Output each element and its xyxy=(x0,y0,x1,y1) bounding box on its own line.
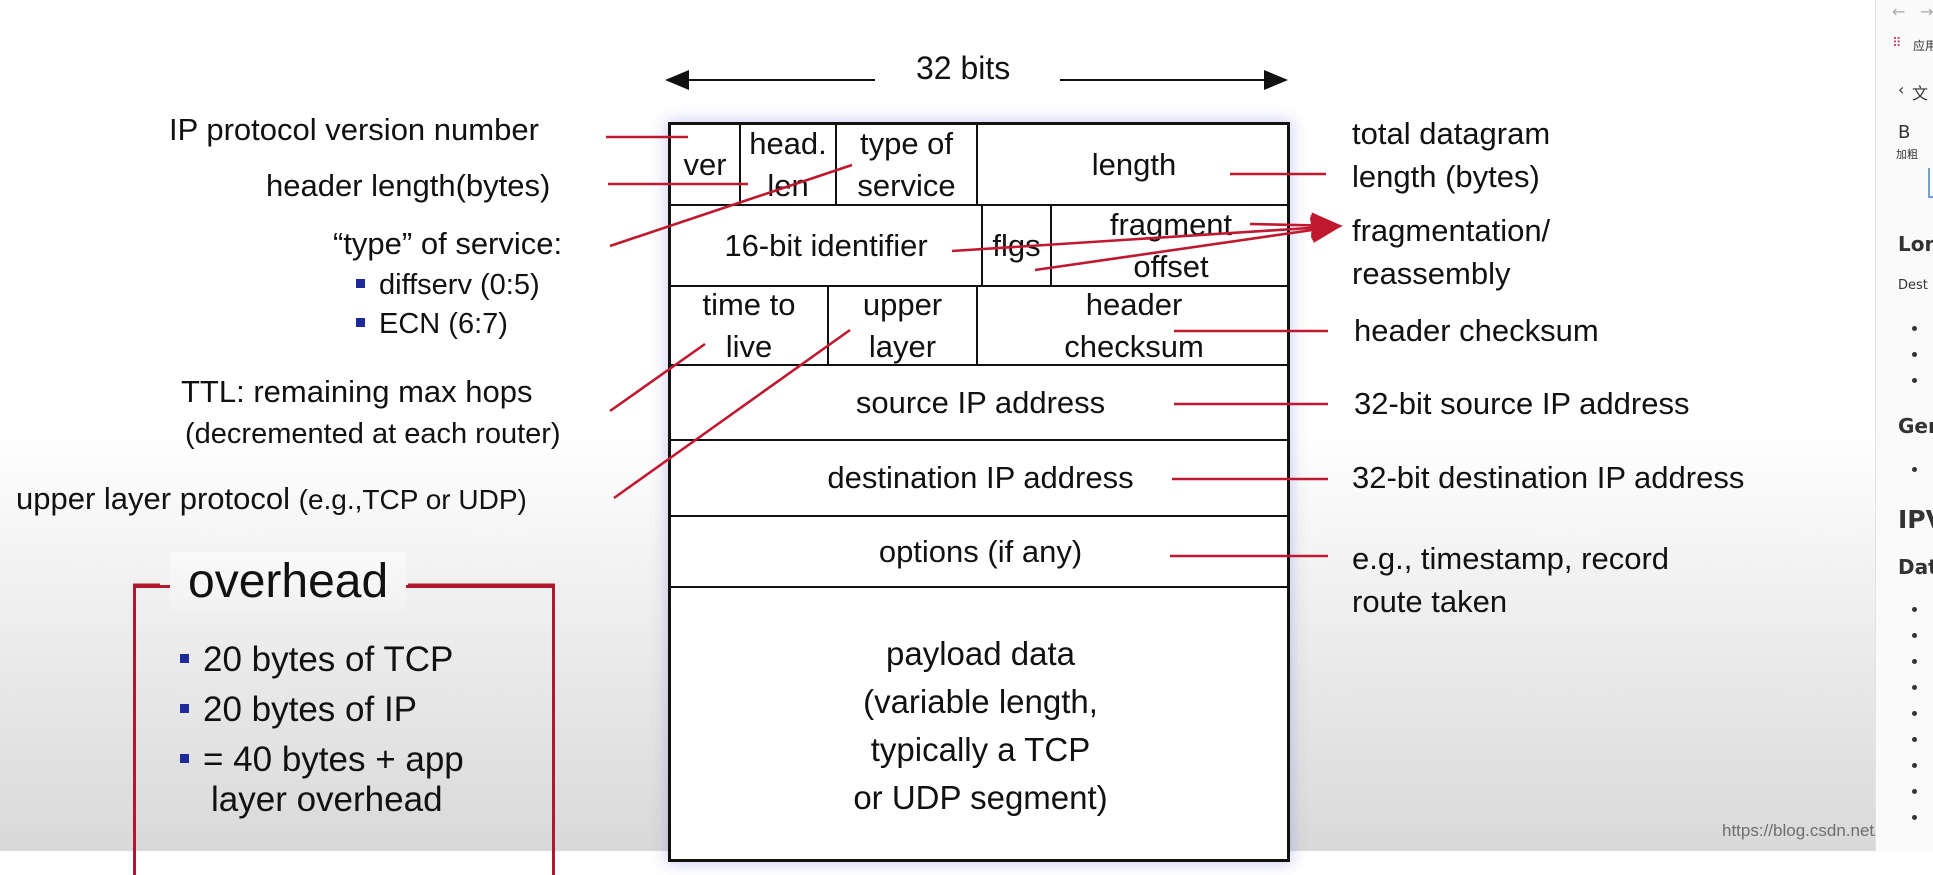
outline-heading: IPV xyxy=(1898,505,1933,534)
pointer-upper-layer xyxy=(613,328,851,500)
field-divider xyxy=(976,285,978,364)
outline-heading: Ger xyxy=(1898,414,1933,438)
bullet-ecn: ECN (6:7) xyxy=(356,307,508,341)
apps-label[interactable]: 应用 xyxy=(1913,39,1933,53)
list-bullet xyxy=(1912,378,1917,383)
label-version: IP protocol version number xyxy=(169,112,539,147)
overhead-item: = 40 bytes + app xyxy=(180,740,464,780)
bullet-icon xyxy=(356,317,365,327)
pointer-lines xyxy=(133,70,1343,587)
pointer-fragmentation-b xyxy=(951,214,1343,253)
list-bullet xyxy=(1912,737,1917,742)
field-divider xyxy=(976,125,978,204)
field-options: options (if any) xyxy=(878,533,1083,569)
row-separator xyxy=(671,364,1287,366)
outline-text: Dest xyxy=(1898,278,1928,293)
apps-grid-icon[interactable]: ⠿ xyxy=(1892,36,1902,51)
field-source-ip: source IP address xyxy=(855,384,1106,420)
label-ttl: TTL: remaining max hops xyxy=(181,374,533,409)
label-type-of-service: “type” of service: xyxy=(333,226,563,261)
bullet-icon xyxy=(180,704,189,714)
label-header-checksum: header checksum xyxy=(1354,313,1599,348)
list-bullet xyxy=(1912,352,1917,357)
bullet-diffserv: diffserv (0:5) xyxy=(356,268,540,302)
pointer-ttl xyxy=(609,342,706,413)
forward-arrow-icon[interactable]: → xyxy=(1920,2,1933,21)
back-arrow-icon[interactable]: ← xyxy=(1892,2,1906,21)
field-divider xyxy=(739,125,741,204)
list-bullet xyxy=(1912,789,1917,794)
row-separator xyxy=(671,586,1287,588)
overhead-item: 20 bytes of TCP xyxy=(180,640,453,680)
field-divider xyxy=(827,285,829,364)
overhead-item: 20 bytes of IP xyxy=(180,690,417,730)
list-bullet xyxy=(1912,659,1917,664)
label-ttl-note: (decremented at each router) xyxy=(185,418,561,450)
outline-heading: Dat xyxy=(1898,555,1933,579)
field-divider xyxy=(981,204,983,285)
outline-heading: Lon xyxy=(1898,232,1933,256)
label-destination-ip: 32-bit destination IP address xyxy=(1352,460,1745,495)
width-caption: 32 bits xyxy=(916,50,1011,86)
list-bullet xyxy=(1912,685,1917,690)
list-bullet xyxy=(1912,711,1917,716)
row-separator xyxy=(671,285,1287,287)
bullet-icon xyxy=(180,754,189,764)
bold-caption: 加粗 xyxy=(1896,148,1918,161)
field-destination-ip: destination IP address xyxy=(827,460,1134,495)
row-separator xyxy=(671,515,1287,517)
label-options: e.g., timestamp, record route taken xyxy=(1352,541,1670,619)
label-fragmentation: fragmentation/ reassembly xyxy=(1352,213,1551,291)
list-bullet xyxy=(1912,763,1917,768)
bullet-icon xyxy=(180,654,189,664)
pointer-tos xyxy=(609,163,853,248)
field-payload: payload data (variable length, typically… xyxy=(853,635,1108,816)
field-divider xyxy=(835,125,837,204)
overhead-item-continuation: layer overhead xyxy=(211,780,443,819)
row-separator xyxy=(671,204,1287,206)
overhead-title: overhead xyxy=(170,552,407,612)
field-identifier: 16-bit identifier xyxy=(724,227,928,263)
label-total-length: total datagram length (bytes) xyxy=(1352,116,1551,194)
list-bullet xyxy=(1912,326,1917,331)
bullet-icon xyxy=(356,278,365,288)
list-bullet xyxy=(1912,815,1917,820)
bold-button[interactable]: B xyxy=(1898,122,1911,143)
list-bullet xyxy=(1912,467,1917,472)
field-header-length: head.len xyxy=(749,125,827,203)
label-source-ip: 32-bit source IP address xyxy=(1354,386,1690,421)
field-length: length xyxy=(1091,146,1177,182)
chevron-left-icon[interactable]: ‹ xyxy=(1898,80,1905,99)
row-separator xyxy=(671,439,1287,441)
list-bullet xyxy=(1912,633,1917,638)
pointer-fragmentation-c xyxy=(1034,217,1343,272)
back-doc-label[interactable]: 文 xyxy=(1912,84,1929,103)
list-bullet xyxy=(1912,607,1917,612)
side-panel: ← → ⠿ 应用 ‹ 文 B 加粗 Lon Dest Ger IPV Dat xyxy=(1875,0,1933,851)
label-upper-layer: upper layer protocol (e.g.,TCP or UDP) xyxy=(16,481,527,516)
editor-box-corner xyxy=(1928,168,1933,198)
field-version: ver xyxy=(683,146,727,182)
label-header-length: header length(bytes) xyxy=(266,168,551,203)
